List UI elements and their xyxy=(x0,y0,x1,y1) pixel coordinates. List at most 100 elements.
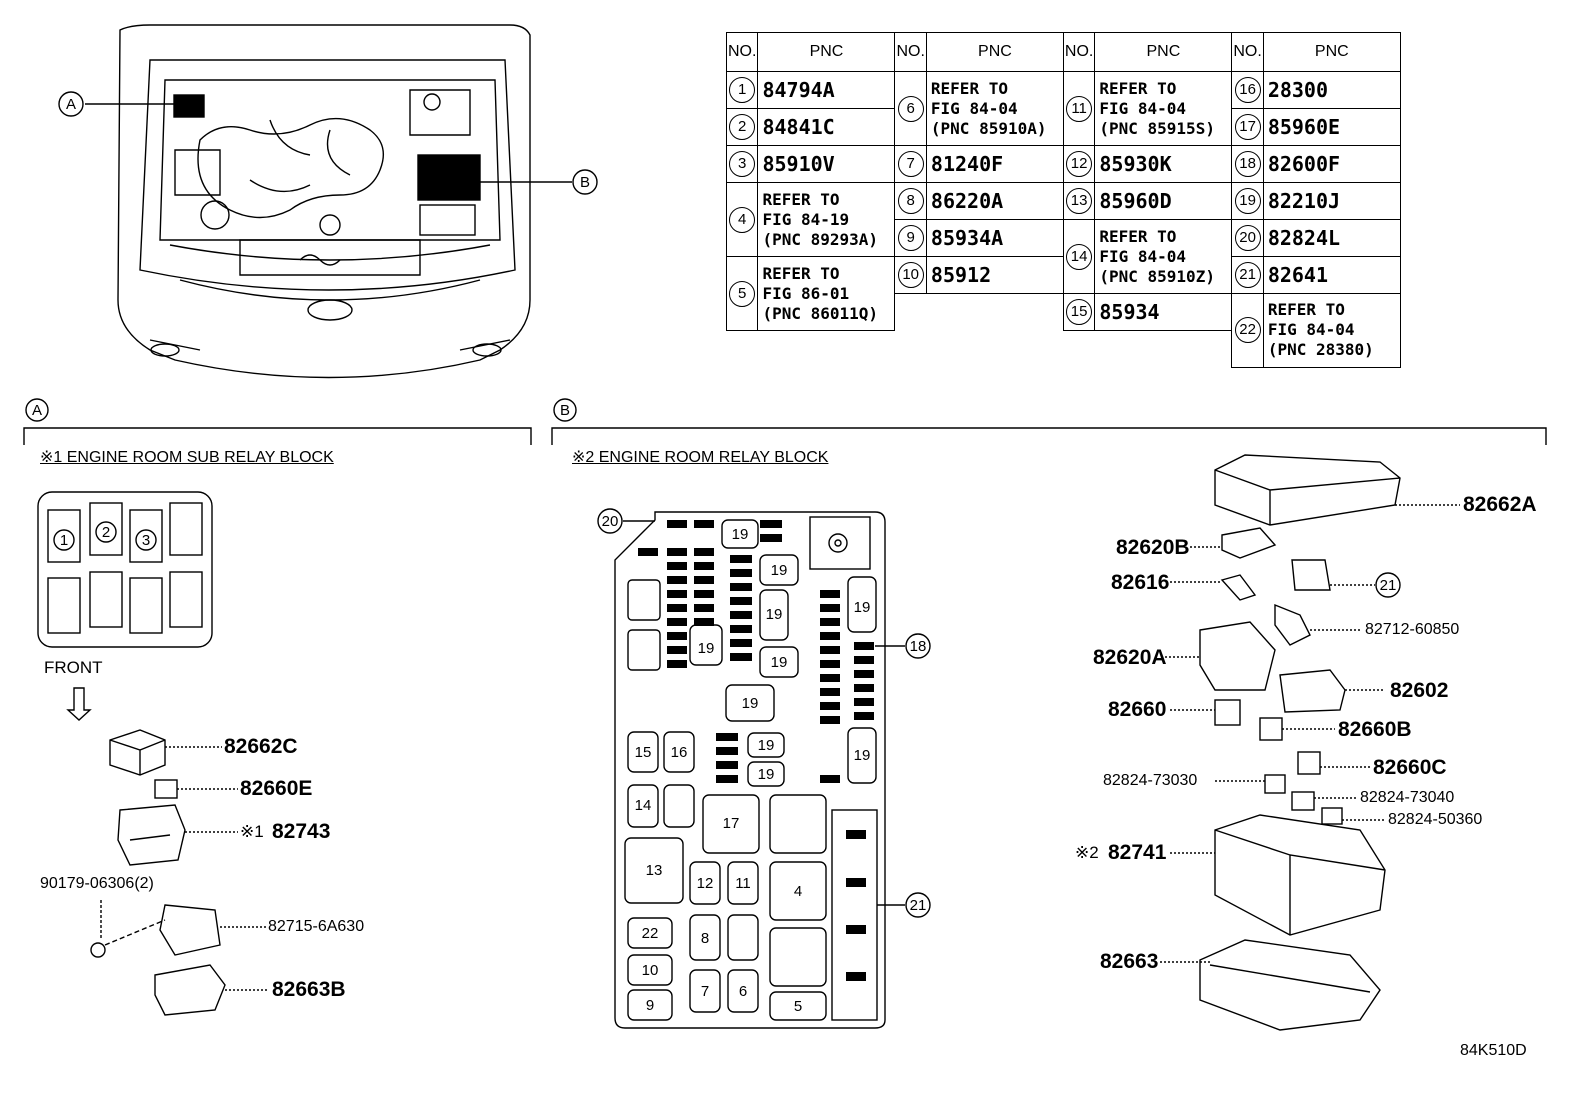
row-no: 16 xyxy=(1234,77,1261,103)
slot-16: 16 xyxy=(671,744,688,761)
slot-15: 15 xyxy=(635,744,652,761)
part-82602: 82602 xyxy=(1390,679,1449,702)
part-82660E: 82660E xyxy=(240,777,313,800)
row-pnc: 84794A xyxy=(757,71,896,109)
row-pnc: 82824L xyxy=(1262,219,1401,257)
slot-22: 22 xyxy=(642,925,659,942)
part-82743: 82743 xyxy=(272,820,331,843)
row-no: 9 xyxy=(897,225,924,251)
row-pnc: 85960D xyxy=(1094,182,1233,220)
row-pnc: 85912 xyxy=(925,256,1064,294)
slot-4: 4 xyxy=(794,883,802,900)
block-b-marker xyxy=(417,154,481,201)
part-82616: 82616 xyxy=(1111,571,1170,594)
row-pnc: 86220A xyxy=(925,182,1064,220)
col-pnc: PNC xyxy=(925,32,1064,72)
part-82663: 82663 xyxy=(1100,950,1159,973)
callout-a: A xyxy=(66,96,76,113)
part-82743-mark: ※1 xyxy=(240,822,264,841)
row-no: 14 xyxy=(1066,243,1093,270)
slot-19j: 19 xyxy=(758,766,775,783)
row-no: 13 xyxy=(1066,188,1093,214)
slot-12: 12 xyxy=(697,875,714,892)
slot-17: 17 xyxy=(723,815,740,832)
col-no: NO. xyxy=(725,32,759,72)
row-no: 12 xyxy=(1066,151,1093,177)
row-pnc: REFER TO FIG 84-04 (PNC 85910A) xyxy=(925,71,1064,146)
label-21: 21 xyxy=(910,897,927,914)
row-no: 6 xyxy=(897,95,924,122)
row-pnc: 82641 xyxy=(1262,256,1401,294)
pnc-table: NO. PNC NO. PNC NO. PNC NO. PNC 1 84794A… xyxy=(725,32,1401,368)
row-no: 10 xyxy=(897,262,924,288)
row-pnc: 85960E xyxy=(1262,108,1401,146)
slot-19g: 19 xyxy=(854,599,871,616)
part-82662C: 82662C xyxy=(224,735,298,758)
row-no: 15 xyxy=(1066,299,1093,325)
row-no: 7 xyxy=(897,151,924,177)
front-label: FRONT xyxy=(44,658,103,677)
row-no: 11 xyxy=(1066,95,1093,122)
col-no: NO. xyxy=(894,32,927,72)
row-pnc: 85910V xyxy=(757,145,896,183)
row-no: 4 xyxy=(729,206,756,233)
part-82620B: 82620B xyxy=(1116,536,1190,559)
slot-19c: 19 xyxy=(766,606,783,623)
part-82824-50360: 82824-50360 xyxy=(1388,811,1483,828)
slot-2: 2 xyxy=(102,524,110,541)
row-pnc: 85930K xyxy=(1094,145,1233,183)
col-pnc: PNC xyxy=(1262,32,1401,72)
row-pnc: REFER TO FIG 84-04 (PNC 85915S) xyxy=(1094,71,1233,146)
part-82741-mark: ※2 xyxy=(1075,843,1099,862)
figure-code: 84K510D xyxy=(1460,1042,1527,1059)
part-82712: 82712-60850 xyxy=(1365,621,1460,638)
row-pnc: 82210J xyxy=(1262,182,1401,220)
row-pnc: 85934 xyxy=(1094,293,1233,331)
row-pnc: 85934A xyxy=(925,219,1064,257)
label-18: 18 xyxy=(910,638,927,655)
col-no: NO. xyxy=(1062,32,1096,72)
part-82715: 82715-6A630 xyxy=(268,918,365,935)
slot-7: 7 xyxy=(701,983,709,1000)
part-82741: 82741 xyxy=(1108,841,1167,864)
slot-8: 8 xyxy=(701,930,709,947)
slot-5: 5 xyxy=(794,998,802,1015)
row-pnc: 81240F xyxy=(925,145,1064,183)
section-a-marker: A xyxy=(32,402,42,419)
row-no: 17 xyxy=(1234,114,1261,140)
row-no: 21 xyxy=(1234,262,1261,288)
col-no: NO. xyxy=(1231,32,1264,72)
row-no: 5 xyxy=(729,280,756,307)
section-b-marker: B xyxy=(560,402,570,419)
label-21b: 21 xyxy=(1380,577,1397,594)
part-82660C: 82660C xyxy=(1373,756,1447,779)
row-pnc: REFER TO FIG 84-04 (PNC 28380) xyxy=(1262,293,1401,368)
callout-b: B xyxy=(580,174,590,191)
section-b-title: ※2 ENGINE ROOM RELAY BLOCK xyxy=(572,449,829,466)
row-no: 19 xyxy=(1234,188,1261,214)
row-pnc: REFER TO FIG 84-19 (PNC 89293A) xyxy=(757,182,896,257)
slot-10: 10 xyxy=(642,962,659,979)
slot-19d: 19 xyxy=(771,654,788,671)
slot-11: 11 xyxy=(735,875,751,892)
part-82824-73030: 82824-73030 xyxy=(1103,772,1198,789)
part-90179: 90179-06306(2) xyxy=(40,875,154,892)
row-no: 20 xyxy=(1234,225,1261,251)
block-a-marker xyxy=(173,94,205,118)
col-pnc: PNC xyxy=(757,32,896,72)
slot-19f: 19 xyxy=(742,695,759,712)
slot-13: 13 xyxy=(646,862,663,879)
part-82824-73040: 82824-73040 xyxy=(1360,789,1455,806)
part-82620A: 82620A xyxy=(1093,646,1167,669)
slot-19b: 19 xyxy=(771,562,788,579)
slot-19e: 19 xyxy=(698,640,715,657)
slot-19i: 19 xyxy=(758,737,775,754)
section-a-title: ※1 ENGINE ROOM SUB RELAY BLOCK xyxy=(40,449,334,466)
part-82663B: 82663B xyxy=(272,978,346,1001)
slot-1: 1 xyxy=(60,532,68,549)
callout-a-circle xyxy=(58,91,84,117)
slot-9: 9 xyxy=(646,997,654,1014)
row-pnc: 82600F xyxy=(1262,145,1401,183)
car-engine-bay-illustration xyxy=(117,24,531,379)
